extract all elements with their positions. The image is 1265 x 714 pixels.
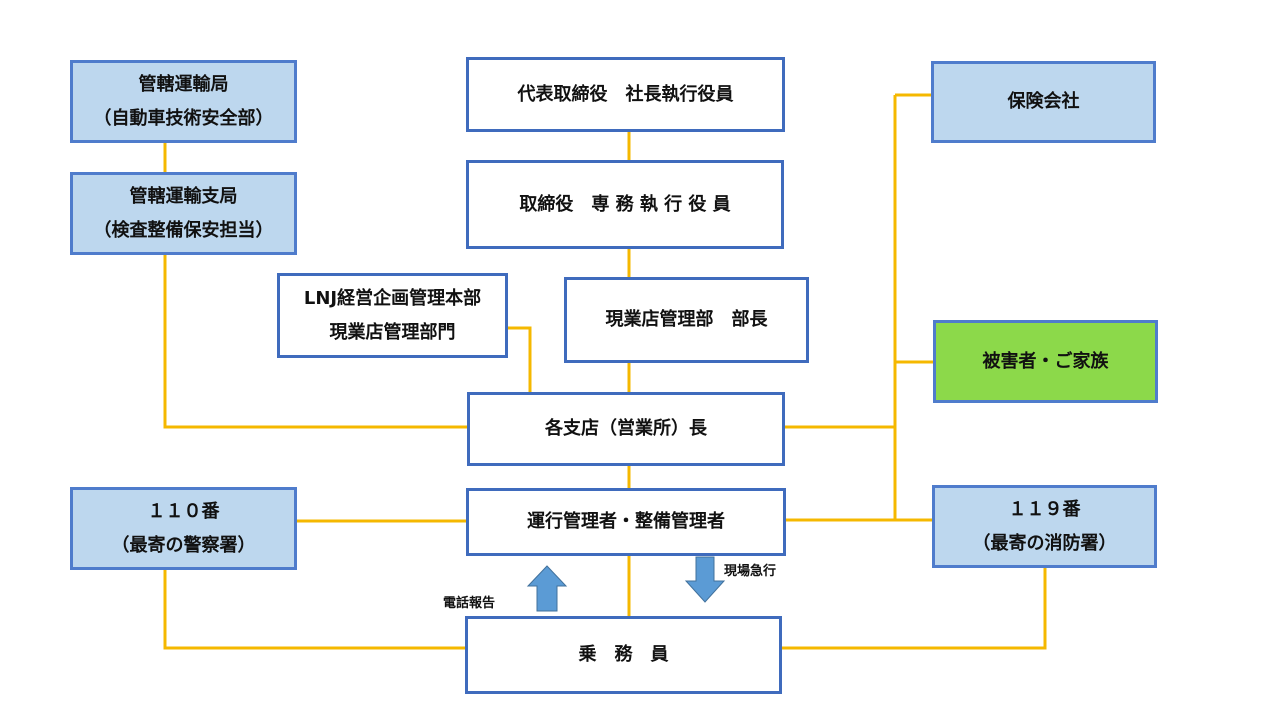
transport-branch-box: 管轄運輸支局 （検査整備保安担当）	[70, 172, 297, 255]
connector-lnj-to-branch	[507, 326, 532, 393]
crew-box: 乗 務 員	[465, 616, 782, 694]
branch-label: 各支店（営業所）長	[545, 418, 707, 439]
transport-bureau-label-line2: （自動車技術安全部）	[93, 107, 274, 129]
connector-crew-fire	[781, 567, 1047, 650]
transport-bureau-label-line1: 管轄運輸局	[138, 73, 229, 95]
phone-report-arrow-icon	[526, 565, 568, 612]
ceo-box: 代表取締役 社長執行役員	[466, 57, 785, 132]
transport-branch-label-line2: （検査整備保安担当）	[93, 219, 274, 241]
operation-label: 運行管理者・整備管理者	[527, 511, 725, 532]
victims-label: 被害者・ご家族	[982, 350, 1109, 372]
rush-arrow-icon	[684, 556, 726, 603]
insurance-label: 保険会社	[1007, 91, 1080, 112]
fire-box: １１９番 （最寄の消防署）	[932, 485, 1157, 568]
director-label: 取締役 専 務 執 行 役 員	[519, 193, 731, 215]
lnj-box: LNJ経営企画管理本部 現業店管理部門	[277, 273, 508, 358]
insurance-box: 保険会社	[931, 61, 1156, 143]
police-label-line1: １１０番	[147, 500, 220, 522]
fire-label-line2: （最寄の消防署）	[972, 532, 1117, 554]
connector-transport-branch-to-branch	[163, 254, 469, 429]
fire-label-line1: １１９番	[1008, 498, 1081, 520]
director-box: 取締役 専 務 執 行 役 員	[466, 160, 784, 249]
police-label-line2: （最寄の警察署）	[111, 534, 256, 556]
police-box: １１０番 （最寄の警察署）	[70, 487, 297, 570]
victims-box: 被害者・ご家族	[933, 320, 1158, 403]
site-manager-label: 現業店管理部 部長	[605, 309, 768, 330]
transport-branch-label-line1: 管轄運輸支局	[129, 185, 238, 207]
branch-box: 各支店（営業所）長	[467, 392, 785, 466]
rush-to-scene-label: 現場急行	[724, 564, 777, 579]
lnj-label-line2: 現業店管理部門	[329, 321, 456, 343]
ceo-label: 代表取締役 社長執行役員	[517, 83, 734, 105]
connector-police-crew	[163, 569, 466, 650]
operation-box: 運行管理者・整備管理者	[466, 488, 786, 556]
transport-bureau-box: 管轄運輸局 （自動車技術安全部）	[70, 60, 297, 143]
crew-label: 乗 務 員	[578, 644, 669, 665]
site-manager-box: 現業店管理部 部長	[564, 277, 809, 363]
lnj-label-line1: LNJ経営企画管理本部	[303, 287, 482, 309]
phone-report-label: 電話報告	[443, 596, 496, 611]
